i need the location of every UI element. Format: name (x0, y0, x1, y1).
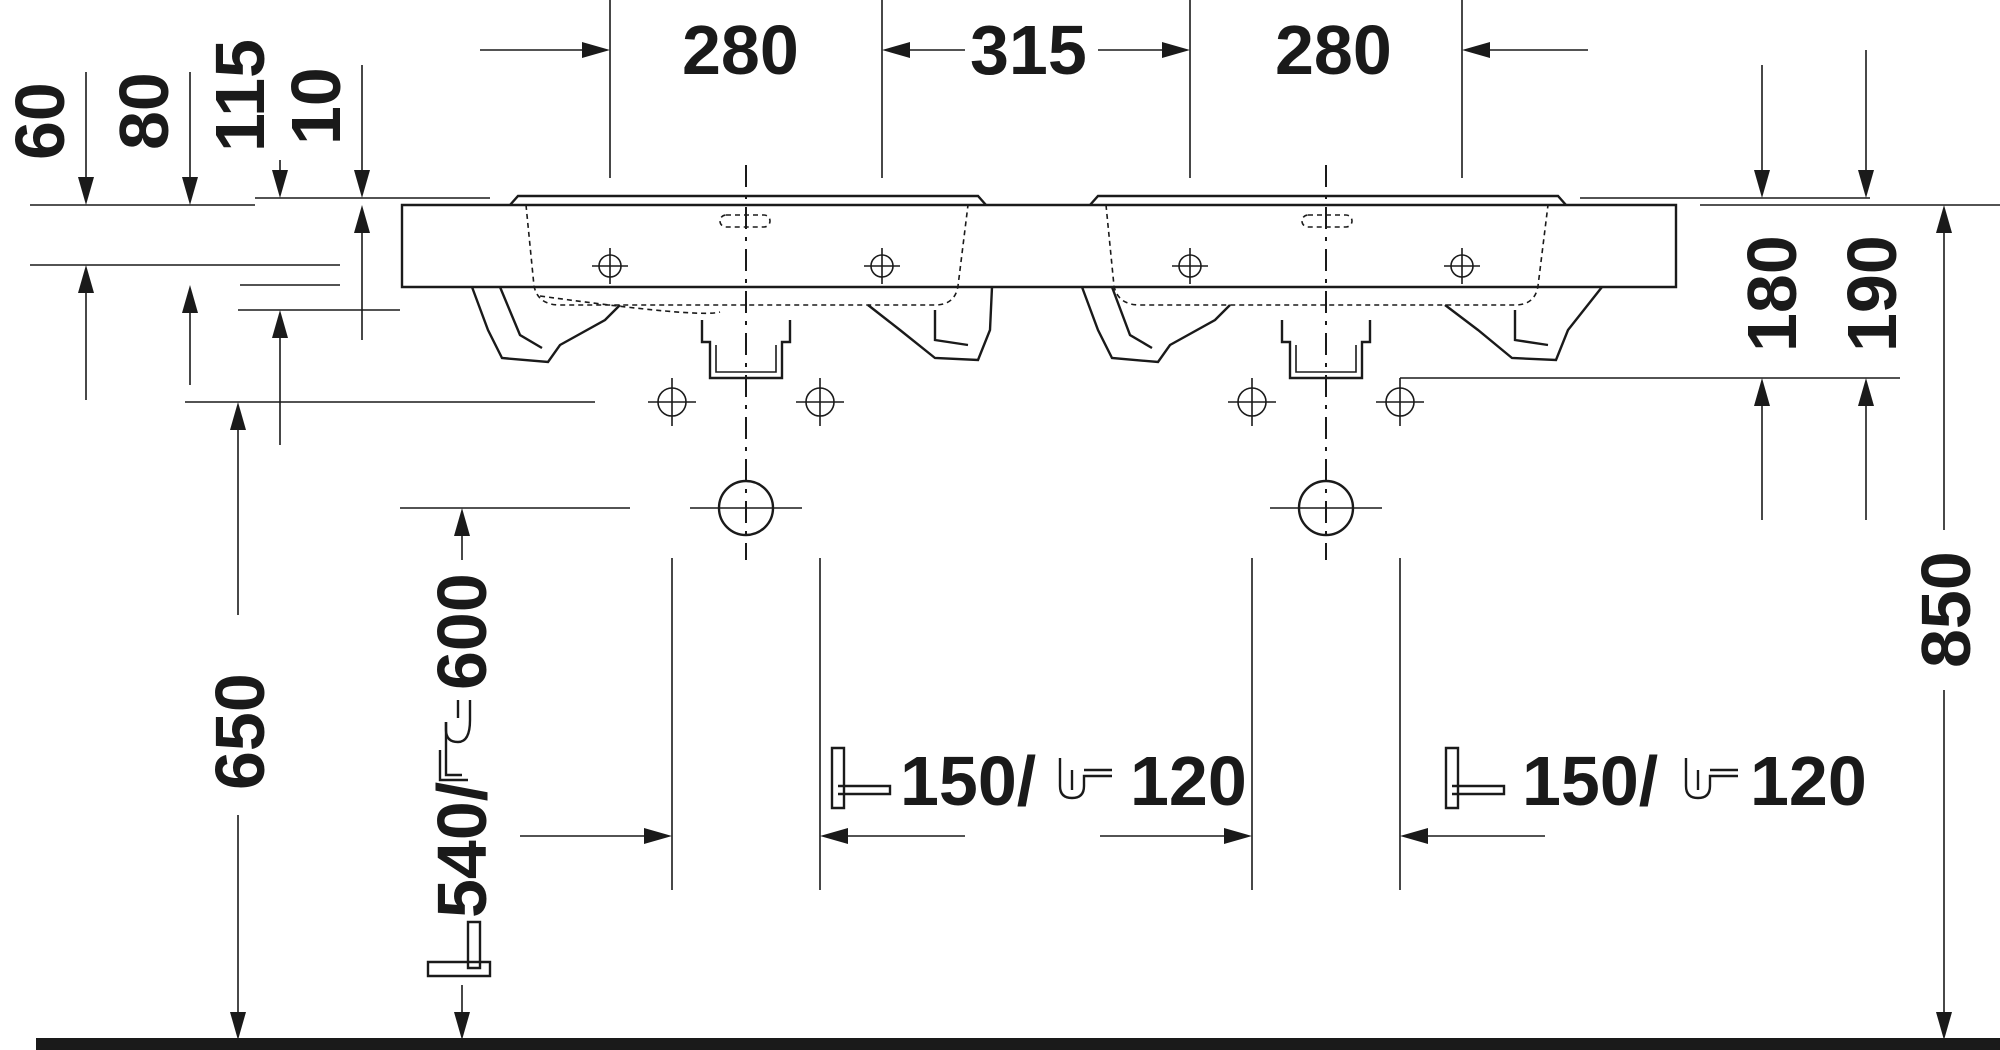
waste-outlet-left (690, 479, 802, 537)
dim-120-right: 120 (1750, 742, 1867, 820)
center-lines (745, 165, 1327, 560)
fixing-holes (592, 248, 1480, 537)
dim-180: 180 (1733, 235, 1811, 352)
siphon-trap-icon (438, 700, 472, 782)
top-dimensions: 280 315 280 (480, 11, 1588, 89)
siphon-trap-icon (1058, 758, 1112, 800)
dim-spacing: 315 (970, 11, 1087, 89)
siphon-trap-icon (1684, 758, 1738, 800)
tap-hole-right-a (1172, 248, 1208, 284)
dim-540: 540/ (423, 782, 501, 918)
wall-hole-2 (796, 378, 844, 426)
extension-lines (30, 0, 2000, 890)
dim-60: 60 (1, 82, 79, 160)
tap-hole-left-a (592, 248, 628, 284)
double-washbasin (400, 194, 1678, 380)
dim-80: 80 (105, 72, 183, 150)
dim-650: 650 (201, 673, 279, 790)
dim-150-left: 150/ (900, 742, 1036, 820)
dim-150-right: 150/ (1522, 742, 1658, 820)
dim-115: 115 (201, 39, 279, 152)
left-dimensions: 60 80 115 10 (1, 39, 370, 445)
wall-outlet-icon (830, 746, 892, 810)
bottom-dimension-left: 150/ 120 (520, 742, 1252, 844)
wall-hole-4 (1376, 378, 1424, 426)
bottom-dimension-right: 150/ 120 (1400, 742, 1867, 844)
dim-120-left: 120 (1130, 742, 1247, 820)
wall-outlet-icon (426, 920, 492, 978)
wall-hole-3 (1228, 378, 1276, 426)
dim-basin-left: 280 (682, 11, 799, 89)
dim-600: 600 (423, 573, 501, 690)
dim-190: 190 (1833, 235, 1911, 352)
waste-outlet-right (1270, 479, 1382, 537)
tap-hole-right-b (1444, 248, 1480, 284)
right-dimensions: 180 190 850 (1733, 50, 1985, 1040)
tap-hole-left-b (864, 248, 900, 284)
dim-850: 850 (1907, 551, 1985, 668)
dimension-650: 650 (201, 402, 279, 1040)
wall-outlet-icon (1444, 746, 1506, 810)
wall-hole-1 (648, 378, 696, 426)
dim-basin-right: 280 (1275, 11, 1392, 89)
dimension-540-600: 600 540/ (423, 508, 501, 1040)
dim-10: 10 (277, 67, 355, 145)
